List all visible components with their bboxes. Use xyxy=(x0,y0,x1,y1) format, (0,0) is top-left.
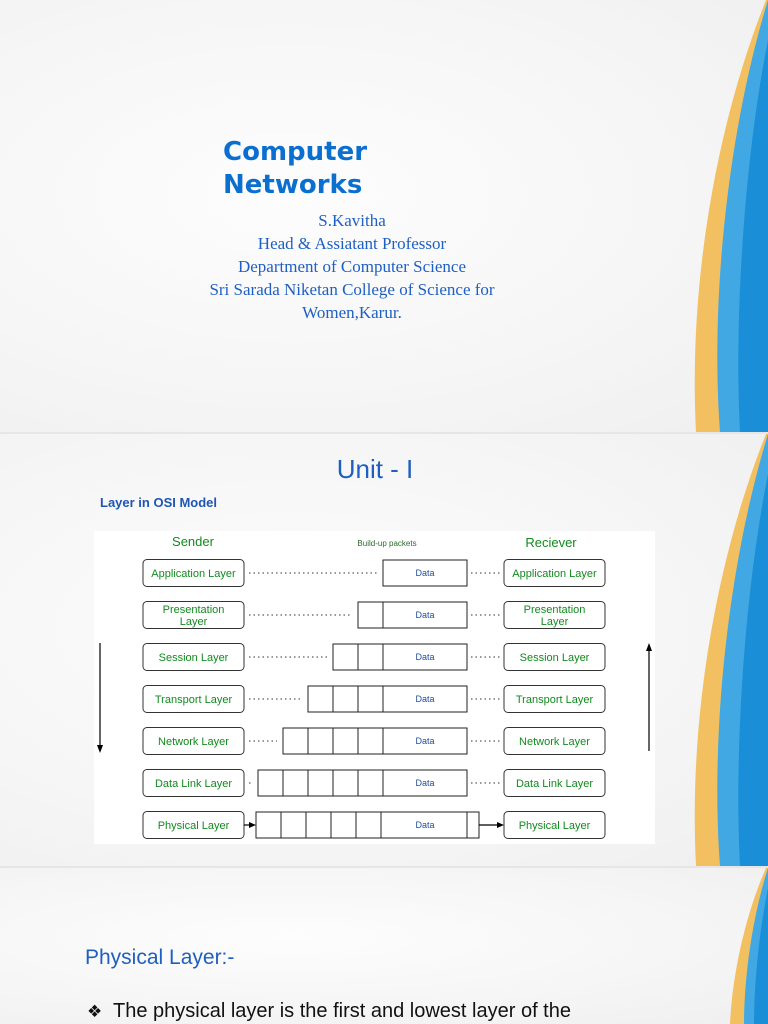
sender-layer-box xyxy=(142,685,245,713)
upward-flow-arrow-head xyxy=(646,643,652,651)
presentation-title: Computer Networks xyxy=(223,136,367,202)
slide-decoration xyxy=(730,868,768,1024)
slide-decoration xyxy=(694,0,768,432)
receiver-layer-label: Presentation xyxy=(524,604,586,616)
receiver-layer-label: Transport Layer xyxy=(516,694,594,706)
sender-layer-label: Layer xyxy=(180,616,208,628)
data-label: Data xyxy=(415,736,434,746)
sender-label: Sender xyxy=(172,534,215,549)
receiver-layer-label: Network Layer xyxy=(519,736,590,748)
four-diamond-bullet-icon: ❖ xyxy=(87,1002,103,1022)
sender-layer-box xyxy=(142,643,245,671)
sender-layer-label: Session Layer xyxy=(159,652,229,664)
receiver-layer-label: Session Layer xyxy=(520,652,590,664)
receiver-layer-label: Layer xyxy=(541,616,569,628)
receiver-layer-label: Application Layer xyxy=(512,568,597,580)
data-label: Data xyxy=(415,820,434,830)
receiver-layer-box xyxy=(503,727,606,755)
sender-layer-label: Presentation xyxy=(163,604,225,616)
title-line-2: Networks xyxy=(223,170,363,200)
packet-box xyxy=(382,559,468,587)
packet-box xyxy=(282,727,468,755)
content-slide: Physical Layer:- ❖ The physical layer is … xyxy=(0,868,768,1024)
section-heading: Physical Layer:- xyxy=(85,946,235,969)
osi-diagram-svg: Sender Reciever Build-up packetsApplicatio… xyxy=(97,534,652,839)
packet-box xyxy=(332,643,468,671)
data-label: Data xyxy=(415,652,434,662)
sender-layer-label: Transport Layer xyxy=(155,694,233,706)
downward-flow-arrow-head xyxy=(97,745,103,753)
author-block: S.Kavitha Head & Assiatant Professor Dep… xyxy=(150,209,554,324)
receiver-layer-box xyxy=(503,643,606,671)
data-label: Data xyxy=(415,610,434,620)
unit-title: Unit - I xyxy=(336,454,414,484)
title-line-1: Computer xyxy=(223,137,368,167)
sender-layer-box xyxy=(142,727,245,755)
bullet-item: ❖ The physical layer is the first and low… xyxy=(87,1000,571,1023)
author-role: Head & Assiatant Professor xyxy=(257,234,447,253)
packet-box xyxy=(307,685,468,713)
sender-layer-label: Data Link Layer xyxy=(155,778,232,790)
receiver-layer-box xyxy=(503,559,606,587)
packet-box xyxy=(255,811,480,839)
receiver-label: Reciever xyxy=(525,535,577,550)
receive-arrow-head xyxy=(497,822,504,828)
sender-layer-box xyxy=(142,769,245,797)
packets-label: Build-up packets xyxy=(357,539,416,548)
slide-decoration xyxy=(694,434,768,866)
bullet-text: The physical layer is the first and lowe… xyxy=(113,1000,571,1022)
receiver-layer-box xyxy=(503,685,606,713)
data-label: Data xyxy=(415,694,434,704)
packet-box xyxy=(357,601,468,629)
osi-caption: Layer in OSI Model xyxy=(100,495,218,510)
college-location: Women,Karur. xyxy=(302,303,402,322)
sender-layer-label: Physical Layer xyxy=(158,820,230,832)
sender-layer-label: Network Layer xyxy=(158,736,229,748)
author-name: S.Kavitha xyxy=(318,211,386,230)
title-slide: Computer Networks S.Kavitha Head & Assia… xyxy=(0,0,768,432)
packet-box xyxy=(257,769,468,797)
receiver-layer-label: Data Link Layer xyxy=(516,778,593,790)
sender-layer-box xyxy=(142,559,245,587)
college-name: Sri Sarada Niketan College of Science fo… xyxy=(209,280,495,299)
receiver-layer-label: Physical Layer xyxy=(519,820,591,832)
data-label: Data xyxy=(415,778,434,788)
sender-layer-label: Application Layer xyxy=(151,568,236,580)
author-department: Department of Computer Science xyxy=(237,257,466,276)
receiver-layer-box xyxy=(503,769,606,797)
sender-layer-box xyxy=(142,601,245,629)
unit-slide: Unit - I Layer in OSI Model Sender Reciev… xyxy=(0,434,768,866)
data-label: Data xyxy=(415,568,434,578)
receiver-layer-box xyxy=(503,601,606,629)
transmit-arrow-head xyxy=(249,822,256,828)
